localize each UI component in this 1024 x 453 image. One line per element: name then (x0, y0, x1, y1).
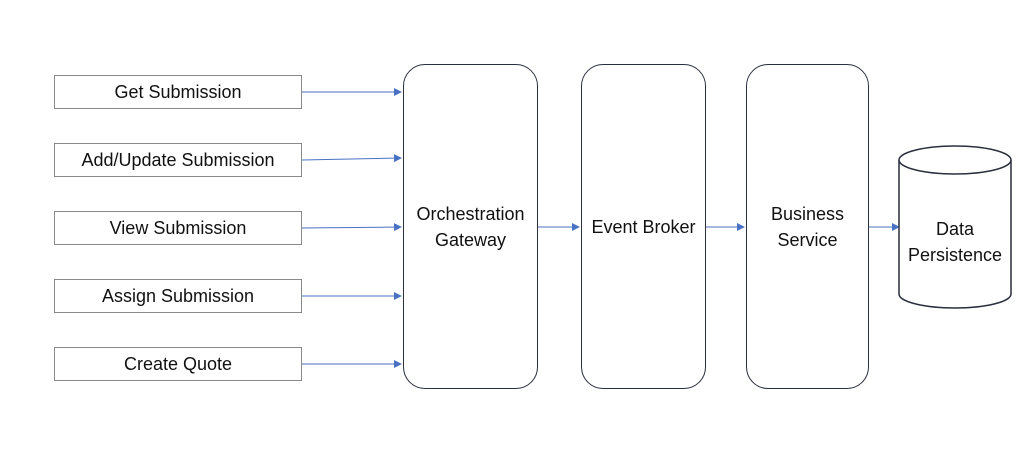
get-submission-label: Get Submission (114, 81, 242, 102)
event-broker-label: Event Broker (591, 216, 696, 237)
gateway-label-line1: Orchestration (416, 203, 525, 224)
assign-submission-label: Assign Submission (101, 285, 255, 306)
datastore-label-line2: Persistence (907, 245, 1003, 265)
arrow-add-update-submission (301, 154, 402, 163)
business-service-label-line1: Business (770, 203, 845, 224)
data-persistence-label: Data Persistence (899, 216, 1011, 268)
create-quote-label: Create Quote (123, 353, 233, 374)
view-submission-label: View Submission (109, 217, 247, 238)
orchestration-gateway-box: Orchestration Gateway (403, 64, 538, 389)
business-service-label-line2: Service (777, 229, 838, 250)
event-broker-box: Event Broker (581, 64, 706, 389)
add-update-submission-box: Add/Update Submission (54, 143, 302, 177)
get-submission-box: Get Submission (54, 75, 302, 109)
assign-submission-box: Assign Submission (54, 279, 302, 313)
business-service-box: Business Service (746, 64, 869, 389)
gateway-label-line2: Gateway (434, 229, 507, 250)
view-submission-box: View Submission (54, 211, 302, 245)
create-quote-box: Create Quote (54, 347, 302, 381)
datastore-label-line1: Data (935, 219, 975, 239)
arrow-view-submission (301, 223, 402, 232)
database-cylinder-icon (898, 145, 1012, 309)
add-update-submission-label: Add/Update Submission (81, 149, 275, 170)
